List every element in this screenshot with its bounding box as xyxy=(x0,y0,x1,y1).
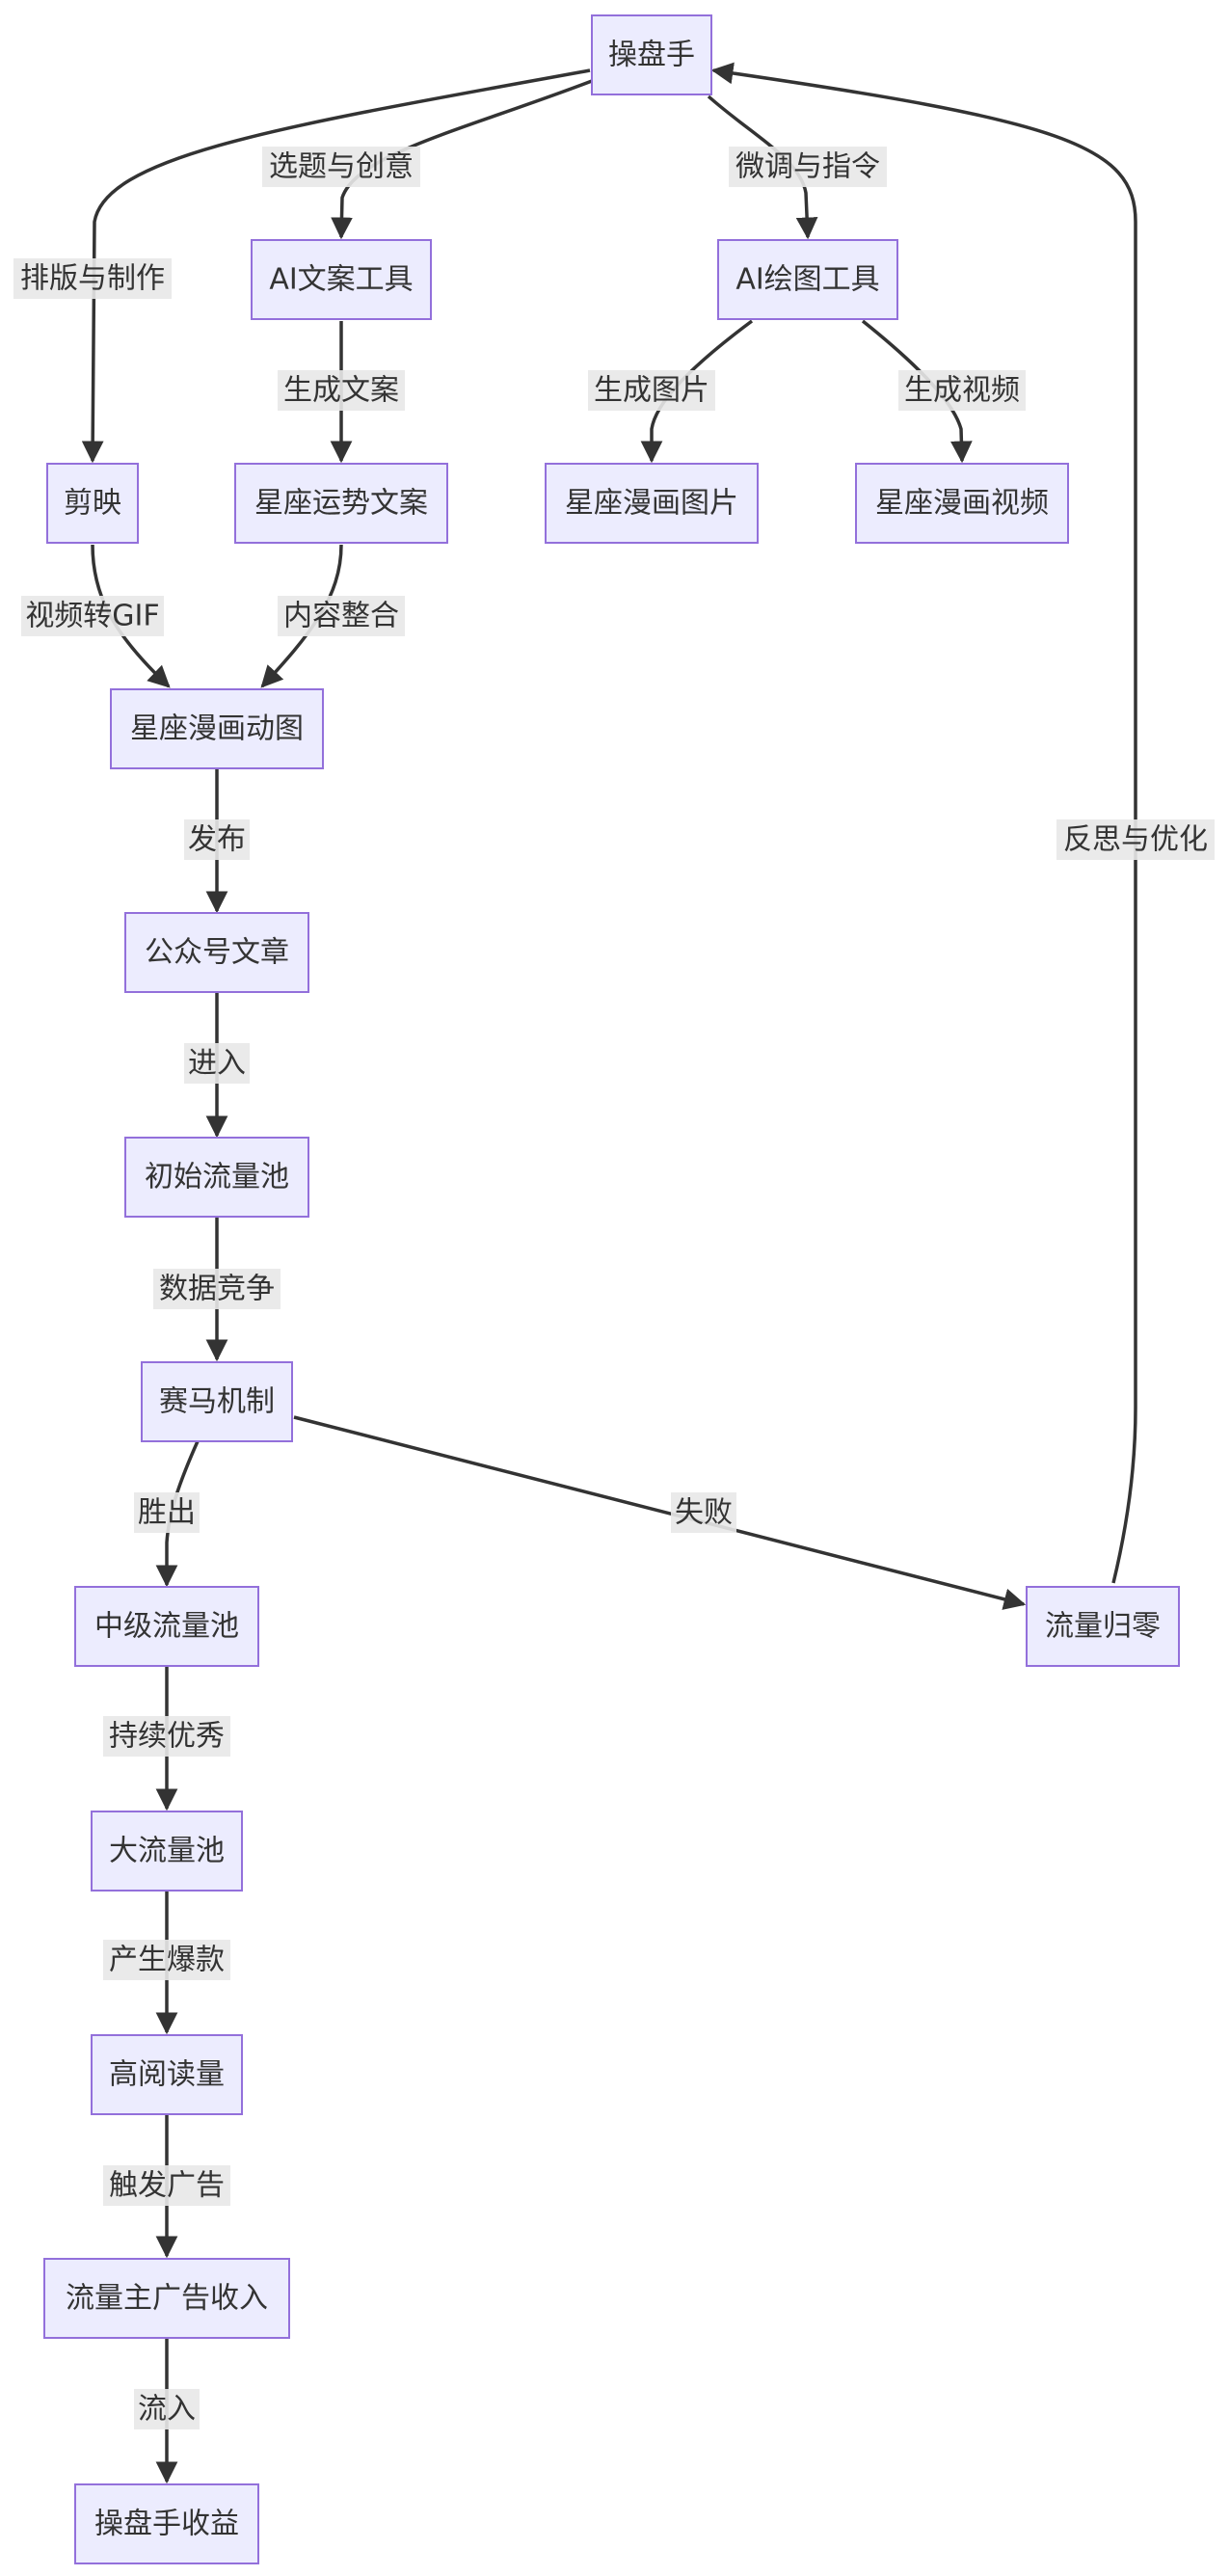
edge-label-gen-video: 生成视频 xyxy=(898,370,1026,411)
edge-label-win: 胜出 xyxy=(134,1492,200,1533)
node-horse-race: 赛马机制 xyxy=(141,1361,293,1442)
node-operator: 操盘手 xyxy=(591,14,712,95)
edge-label-text: 选题与创意 xyxy=(269,150,414,184)
node-ai-copy-tool: AI文案工具 xyxy=(251,239,432,320)
edge-label-text: 数据竞争 xyxy=(159,1273,275,1306)
edge-label-text: 触发广告 xyxy=(109,2169,225,2203)
node-label: AI绘图工具 xyxy=(735,263,879,297)
edge-label-trigger-ads: 触发广告 xyxy=(103,2165,230,2206)
edge-horse-race-to-traffic-zero xyxy=(293,1415,1027,1610)
node-comic-image: 星座漫画图片 xyxy=(545,463,759,544)
edge-label-text: 反思与优化 xyxy=(1063,823,1208,857)
node-traffic-zero: 流量归零 xyxy=(1026,1586,1180,1667)
node-comic-gif: 星座漫画动图 xyxy=(110,688,324,769)
node-large-pool: 大流量池 xyxy=(91,1811,243,1892)
node-label: 星座漫画动图 xyxy=(130,712,304,746)
edge-label-data-compete: 数据竞争 xyxy=(153,1269,281,1309)
edge-label-reflect-optimize: 反思与优化 xyxy=(1056,819,1215,860)
node-operator-income: 操盘手收益 xyxy=(74,2483,259,2564)
edge-label-text: 失败 xyxy=(675,1496,733,1530)
node-label: AI文案工具 xyxy=(269,263,413,297)
nodes: 操盘手 AI文案工具 AI绘图工具 剪映 星座运势文案 星座漫画图片 星座漫画视… xyxy=(43,14,1180,2564)
edge-label-text: 微调与指令 xyxy=(735,150,880,184)
node-ad-income: 流量主广告收入 xyxy=(43,2258,290,2339)
edge-label-publish: 发布 xyxy=(184,819,250,860)
edge-label-go-viral: 产生爆款 xyxy=(103,1940,230,1980)
node-label: 操盘手收益 xyxy=(94,2508,239,2541)
edge-operator-to-jianying xyxy=(81,68,591,464)
node-label: 中级流量池 xyxy=(94,1610,239,1644)
node-label: 剪映 xyxy=(64,487,121,521)
node-label: 操盘手 xyxy=(608,39,695,72)
edge-label-text: 生成图片 xyxy=(594,374,709,408)
edge-label-fail: 失败 xyxy=(671,1492,736,1533)
edge-label-text: 排版与制作 xyxy=(20,262,165,296)
node-initial-pool: 初始流量池 xyxy=(124,1137,309,1218)
edge-label-text: 生成文案 xyxy=(283,374,399,408)
edge-label-tune-instruct: 微调与指令 xyxy=(729,147,887,187)
edge-label-text: 持续优秀 xyxy=(109,1720,225,1754)
node-label: 赛马机制 xyxy=(159,1385,275,1419)
node-high-reads: 高阅读量 xyxy=(91,2034,243,2115)
edge-label-text: 胜出 xyxy=(138,1496,196,1530)
edge-label-text: 发布 xyxy=(188,823,246,857)
edge-label-text: 内容整合 xyxy=(283,600,399,633)
node-wechat-article: 公众号文章 xyxy=(124,912,309,993)
edge-label-text: 产生爆款 xyxy=(109,1944,225,1977)
edge-operator-to-ai-copy-tool xyxy=(331,79,593,240)
node-label: 初始流量池 xyxy=(145,1161,289,1194)
node-label: 大流量池 xyxy=(109,1835,225,1868)
node-label: 公众号文章 xyxy=(145,936,289,970)
edge-label-text: 进入 xyxy=(188,1047,246,1081)
node-horoscope-copy: 星座运势文案 xyxy=(234,463,448,544)
node-comic-video: 星座漫画视频 xyxy=(855,463,1069,544)
node-label: 星座漫画视频 xyxy=(875,487,1049,521)
node-mid-pool: 中级流量池 xyxy=(74,1586,259,1667)
edge-label-video-to-gif: 视频转GIF xyxy=(21,596,164,636)
node-jianying: 剪映 xyxy=(46,463,139,544)
node-label: 流量归零 xyxy=(1045,1610,1161,1644)
edge-label-content-merge: 内容整合 xyxy=(278,596,405,636)
node-label: 高阅读量 xyxy=(109,2058,225,2092)
edge-labels: 排版与制作 选题与创意 微调与指令 生成文案 生成图片 生成视频 视频转GIF xyxy=(13,147,1215,2429)
node-label: 星座运势文案 xyxy=(254,487,428,521)
edge-label-flow-in: 流入 xyxy=(134,2389,200,2429)
edge-label-gen-copy: 生成文案 xyxy=(278,370,405,411)
edge-label-topic-creative: 选题与创意 xyxy=(262,147,420,187)
edge-label-keep-excellent: 持续优秀 xyxy=(103,1716,230,1757)
edge-label-layout-make: 排版与制作 xyxy=(13,258,172,299)
edge-label-text: 视频转GIF xyxy=(25,600,159,633)
edge-label-text: 生成视频 xyxy=(904,374,1020,408)
edge-label-text: 流入 xyxy=(138,2393,196,2427)
node-label: 星座漫画图片 xyxy=(565,487,738,521)
edge-label-gen-image: 生成图片 xyxy=(588,370,715,411)
node-ai-draw-tool: AI绘图工具 xyxy=(717,239,898,320)
edge-traffic-zero-to-operator xyxy=(710,62,1137,1584)
node-label: 流量主广告收入 xyxy=(66,2282,268,2316)
edge-label-enter: 进入 xyxy=(184,1043,250,1084)
